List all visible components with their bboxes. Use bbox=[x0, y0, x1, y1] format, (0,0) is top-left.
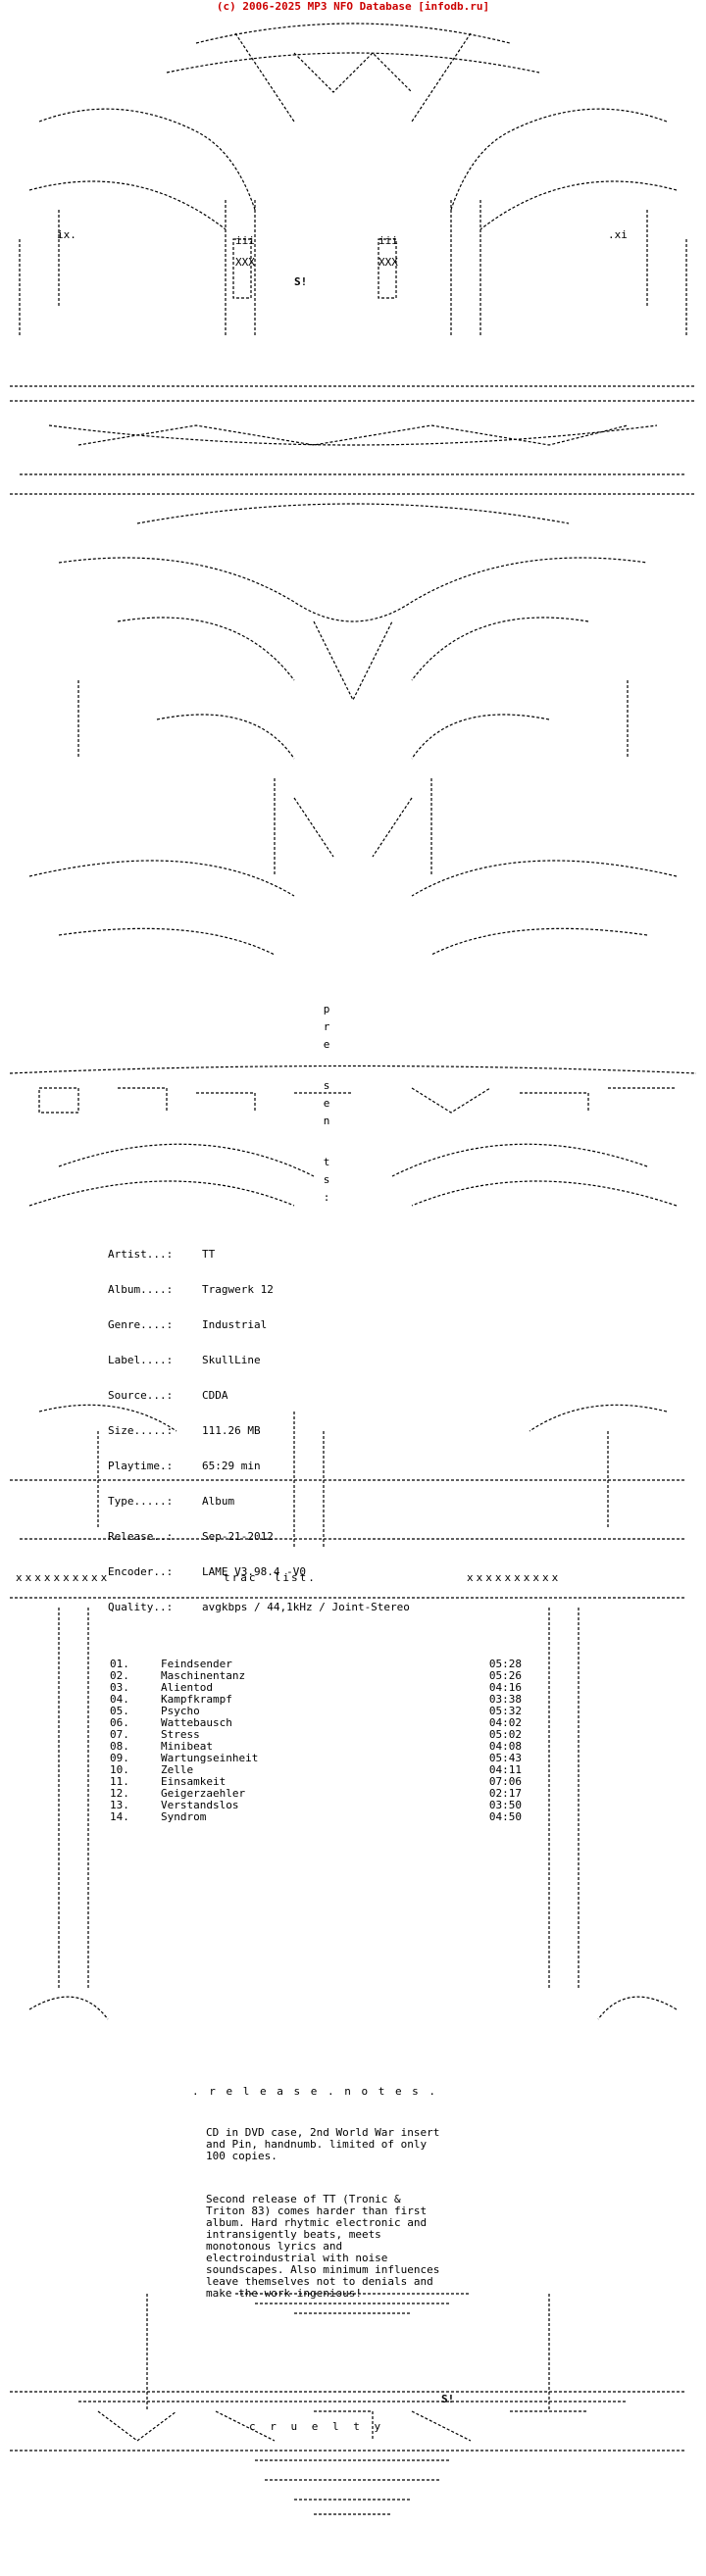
track-title: Feindsender bbox=[161, 1658, 232, 1670]
info-row: Artist...:TT bbox=[108, 1248, 216, 1261]
iii-block-right: iii bbox=[378, 234, 398, 247]
track-title: Einsamkeit bbox=[161, 1775, 227, 1788]
info-row: Playtime.:65:29 min bbox=[108, 1460, 261, 1472]
track-row: 09. Wartungseinheit 05:43 bbox=[110, 1753, 522, 1764]
footer-logo-art bbox=[0, 2274, 706, 2529]
track-title: Wattebausch bbox=[161, 1716, 232, 1729]
track-row: 10. Zelle 04:11 bbox=[110, 1764, 522, 1776]
track-number: 12. bbox=[110, 1787, 129, 1800]
track-number: 05. bbox=[110, 1705, 129, 1717]
track-title: Minibeat bbox=[161, 1740, 213, 1753]
release-notes: CD in DVD case, 2nd World War insert and… bbox=[206, 2104, 500, 2319]
track-row: 03. Alientod 04:16 bbox=[110, 1682, 522, 1694]
track-duration: 04:16 bbox=[488, 1681, 522, 1694]
release-notes-title: . r e l e a s e . n o t e s . bbox=[192, 2085, 438, 2098]
track-duration: 05:28 bbox=[488, 1658, 522, 1670]
track-row: 12. Geigerzaehler 02:17 bbox=[110, 1788, 522, 1800]
track-number: 02. bbox=[110, 1669, 129, 1682]
x-row-right: xxxxxxxxxx bbox=[467, 1571, 562, 1584]
track-row: 13. Verstandslos 03:50 bbox=[110, 1800, 522, 1811]
track-duration: 04:11 bbox=[488, 1763, 522, 1776]
x-row-left: xxxxxxxxxx bbox=[16, 1571, 111, 1584]
track-title: Stress bbox=[161, 1728, 200, 1741]
track-number: 06. bbox=[110, 1716, 129, 1729]
tracklist: 01. Feindsender 05:28 02. Maschinentanz 05:26… bbox=[110, 1659, 522, 1823]
ix-mark: ix. bbox=[57, 228, 76, 241]
track-row: 11. Einsamkeit 07:06 bbox=[110, 1776, 522, 1788]
track-row: 14. Syndrom 04:50 bbox=[110, 1811, 522, 1823]
track-row: 05. Psycho 05:32 bbox=[110, 1706, 522, 1717]
track-number: 13. bbox=[110, 1799, 129, 1811]
track-duration: 05:32 bbox=[488, 1705, 522, 1717]
track-duration: 03:50 bbox=[488, 1799, 522, 1811]
sx-mark: S! bbox=[294, 275, 308, 288]
track-title: Wartungseinheit bbox=[161, 1752, 259, 1764]
track-number: 11. bbox=[110, 1775, 129, 1788]
track-title: Kampfkrampf bbox=[161, 1693, 232, 1706]
info-row: Source...:CDDA bbox=[108, 1389, 228, 1402]
track-duration: 04:08 bbox=[488, 1740, 522, 1753]
track-duration: 04:02 bbox=[488, 1716, 522, 1729]
track-number: 01. bbox=[110, 1658, 129, 1670]
info-row: Encoder..:LAME V3.98.4 -V0 bbox=[108, 1565, 306, 1578]
footer-sig: S! bbox=[441, 2393, 455, 2405]
track-title: Syndrom bbox=[161, 1810, 207, 1823]
track-row: 04. Kampfkrampf 03:38 bbox=[110, 1694, 522, 1706]
track-number: 04. bbox=[110, 1693, 129, 1706]
top-ascii-art bbox=[0, 14, 706, 974]
track-row: 07. Stress 05:02 bbox=[110, 1729, 522, 1741]
track-duration: 05:26 bbox=[488, 1669, 522, 1682]
track-title: Maschinentanz bbox=[161, 1669, 246, 1682]
track-title: Geigerzaehler bbox=[161, 1787, 246, 1800]
group-logo-band bbox=[0, 1019, 706, 1215]
track-number: 08. bbox=[110, 1740, 129, 1753]
info-row: Label....:SkullLine bbox=[108, 1354, 261, 1366]
track-duration: 05:02 bbox=[488, 1728, 522, 1741]
track-number: 09. bbox=[110, 1752, 129, 1764]
track-title: Psycho bbox=[161, 1705, 200, 1717]
track-duration: 03:38 bbox=[488, 1693, 522, 1706]
track-row: 08. Minibeat 04:08 bbox=[110, 1741, 522, 1753]
track-row: 06. Wattebausch 04:02 bbox=[110, 1717, 522, 1729]
track-title: Verstandslos bbox=[161, 1799, 239, 1811]
track-number: 10. bbox=[110, 1763, 129, 1776]
track-row: 02. Maschinentanz 05:26 bbox=[110, 1670, 522, 1682]
track-row: 01. Feindsender 05:28 bbox=[110, 1659, 522, 1670]
track-title: Alientod bbox=[161, 1681, 213, 1694]
track-number: 07. bbox=[110, 1728, 129, 1741]
xi-mark: .xi bbox=[608, 228, 628, 241]
track-duration: 05:43 bbox=[488, 1752, 522, 1764]
site-header: (c) 2006-2025 MP3 NFO Database [infodb.r… bbox=[216, 0, 490, 13]
info-row: Genre....:Industrial bbox=[108, 1318, 268, 1331]
group-name: c r u e l t y bbox=[249, 2420, 385, 2433]
track-number: 03. bbox=[110, 1681, 129, 1694]
track-title: Zelle bbox=[161, 1763, 194, 1776]
xxx-block-left: XXX bbox=[235, 256, 255, 269]
tracklist-frame-art bbox=[0, 1372, 706, 2058]
track-duration: 02:17 bbox=[488, 1787, 522, 1800]
release-notes-paragraph: CD in DVD case, 2nd World War insert and… bbox=[206, 2126, 440, 2162]
info-row: Type.....:Album bbox=[108, 1495, 235, 1508]
info-row: Album....:Tragwerk 12 bbox=[108, 1283, 274, 1296]
info-row: Size.....:111.26 MB bbox=[108, 1424, 261, 1437]
tracklist-title: trac list. bbox=[224, 1571, 317, 1584]
xxx-block-right: XXX bbox=[378, 256, 398, 269]
release-notes-paragraph: Second release of TT (Tronic & Triton 83… bbox=[206, 2193, 440, 2300]
info-row: Quality..:avgkbps / 44,1kHz / Joint-Ster… bbox=[108, 1601, 410, 1613]
track-duration: 07:06 bbox=[488, 1775, 522, 1788]
track-number: 14. bbox=[110, 1810, 129, 1823]
track-duration: 04:50 bbox=[488, 1810, 522, 1823]
iii-block-left: iii bbox=[235, 234, 255, 247]
